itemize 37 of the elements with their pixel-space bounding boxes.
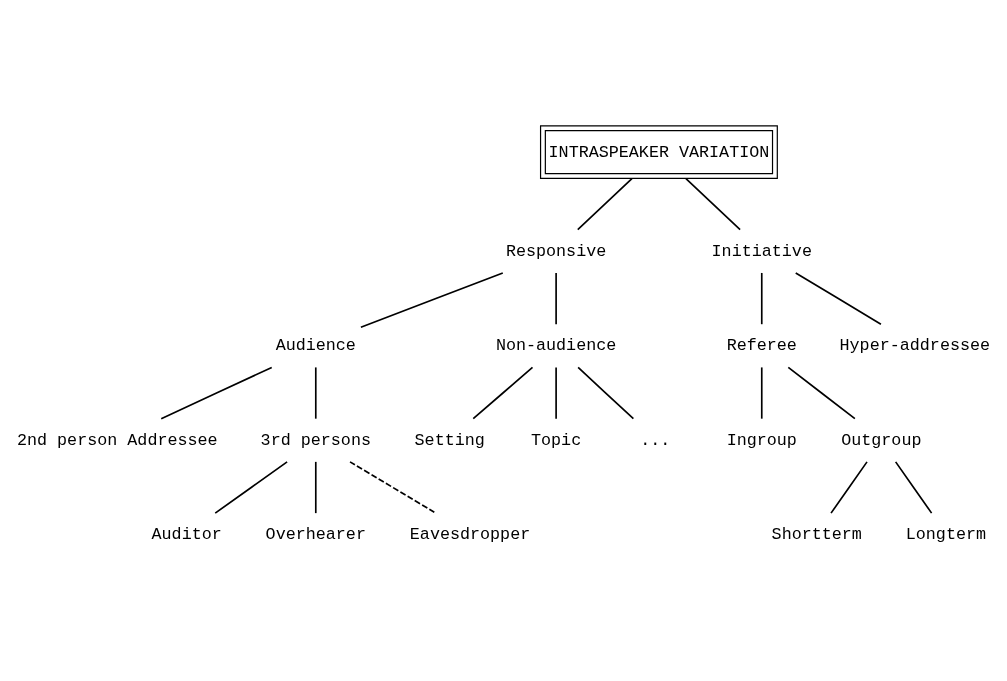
- connector: [360, 271, 504, 328]
- node-text: Outgroup: [841, 430, 922, 450]
- connector: [555, 271, 557, 325]
- connector: [576, 177, 633, 231]
- node-text: Setting: [414, 430, 485, 450]
- connector: [314, 460, 317, 514]
- connector: [760, 271, 763, 325]
- node-text: Ingroup: [726, 430, 797, 450]
- node-text: Shortterm: [771, 524, 862, 544]
- node-text: Audience: [275, 335, 356, 355]
- node-text: Referee: [726, 335, 797, 355]
- connector: [472, 366, 534, 419]
- node-text: ...: [640, 430, 671, 450]
- connector: [794, 271, 882, 325]
- connector: [760, 366, 763, 419]
- node-text: Longterm: [905, 524, 987, 544]
- node-text: Non-audience: [495, 335, 617, 355]
- node-text: Topic: [531, 430, 582, 450]
- connector: [787, 366, 856, 419]
- node-text: 2nd person Addressee: [16, 430, 218, 450]
- connector: [830, 460, 868, 514]
- connector: [349, 460, 437, 514]
- connector: [555, 366, 557, 419]
- connector: [577, 366, 635, 419]
- node-text: Initiative: [711, 241, 812, 261]
- connector: [685, 177, 741, 231]
- node-text: Overhearer: [265, 524, 366, 544]
- connector: [314, 366, 317, 419]
- node-text: Hyper-addressee: [839, 335, 991, 355]
- node-text: Responsive: [505, 241, 607, 261]
- connector: [894, 460, 933, 514]
- node-text: 3rd persons: [260, 430, 371, 450]
- node-text: Eavesdropper: [409, 524, 531, 544]
- connector: [160, 366, 273, 419]
- connector: [214, 460, 288, 514]
- node-box: INTRASPEAKER VARIATION: [539, 124, 778, 179]
- node-text: Auditor: [151, 524, 222, 544]
